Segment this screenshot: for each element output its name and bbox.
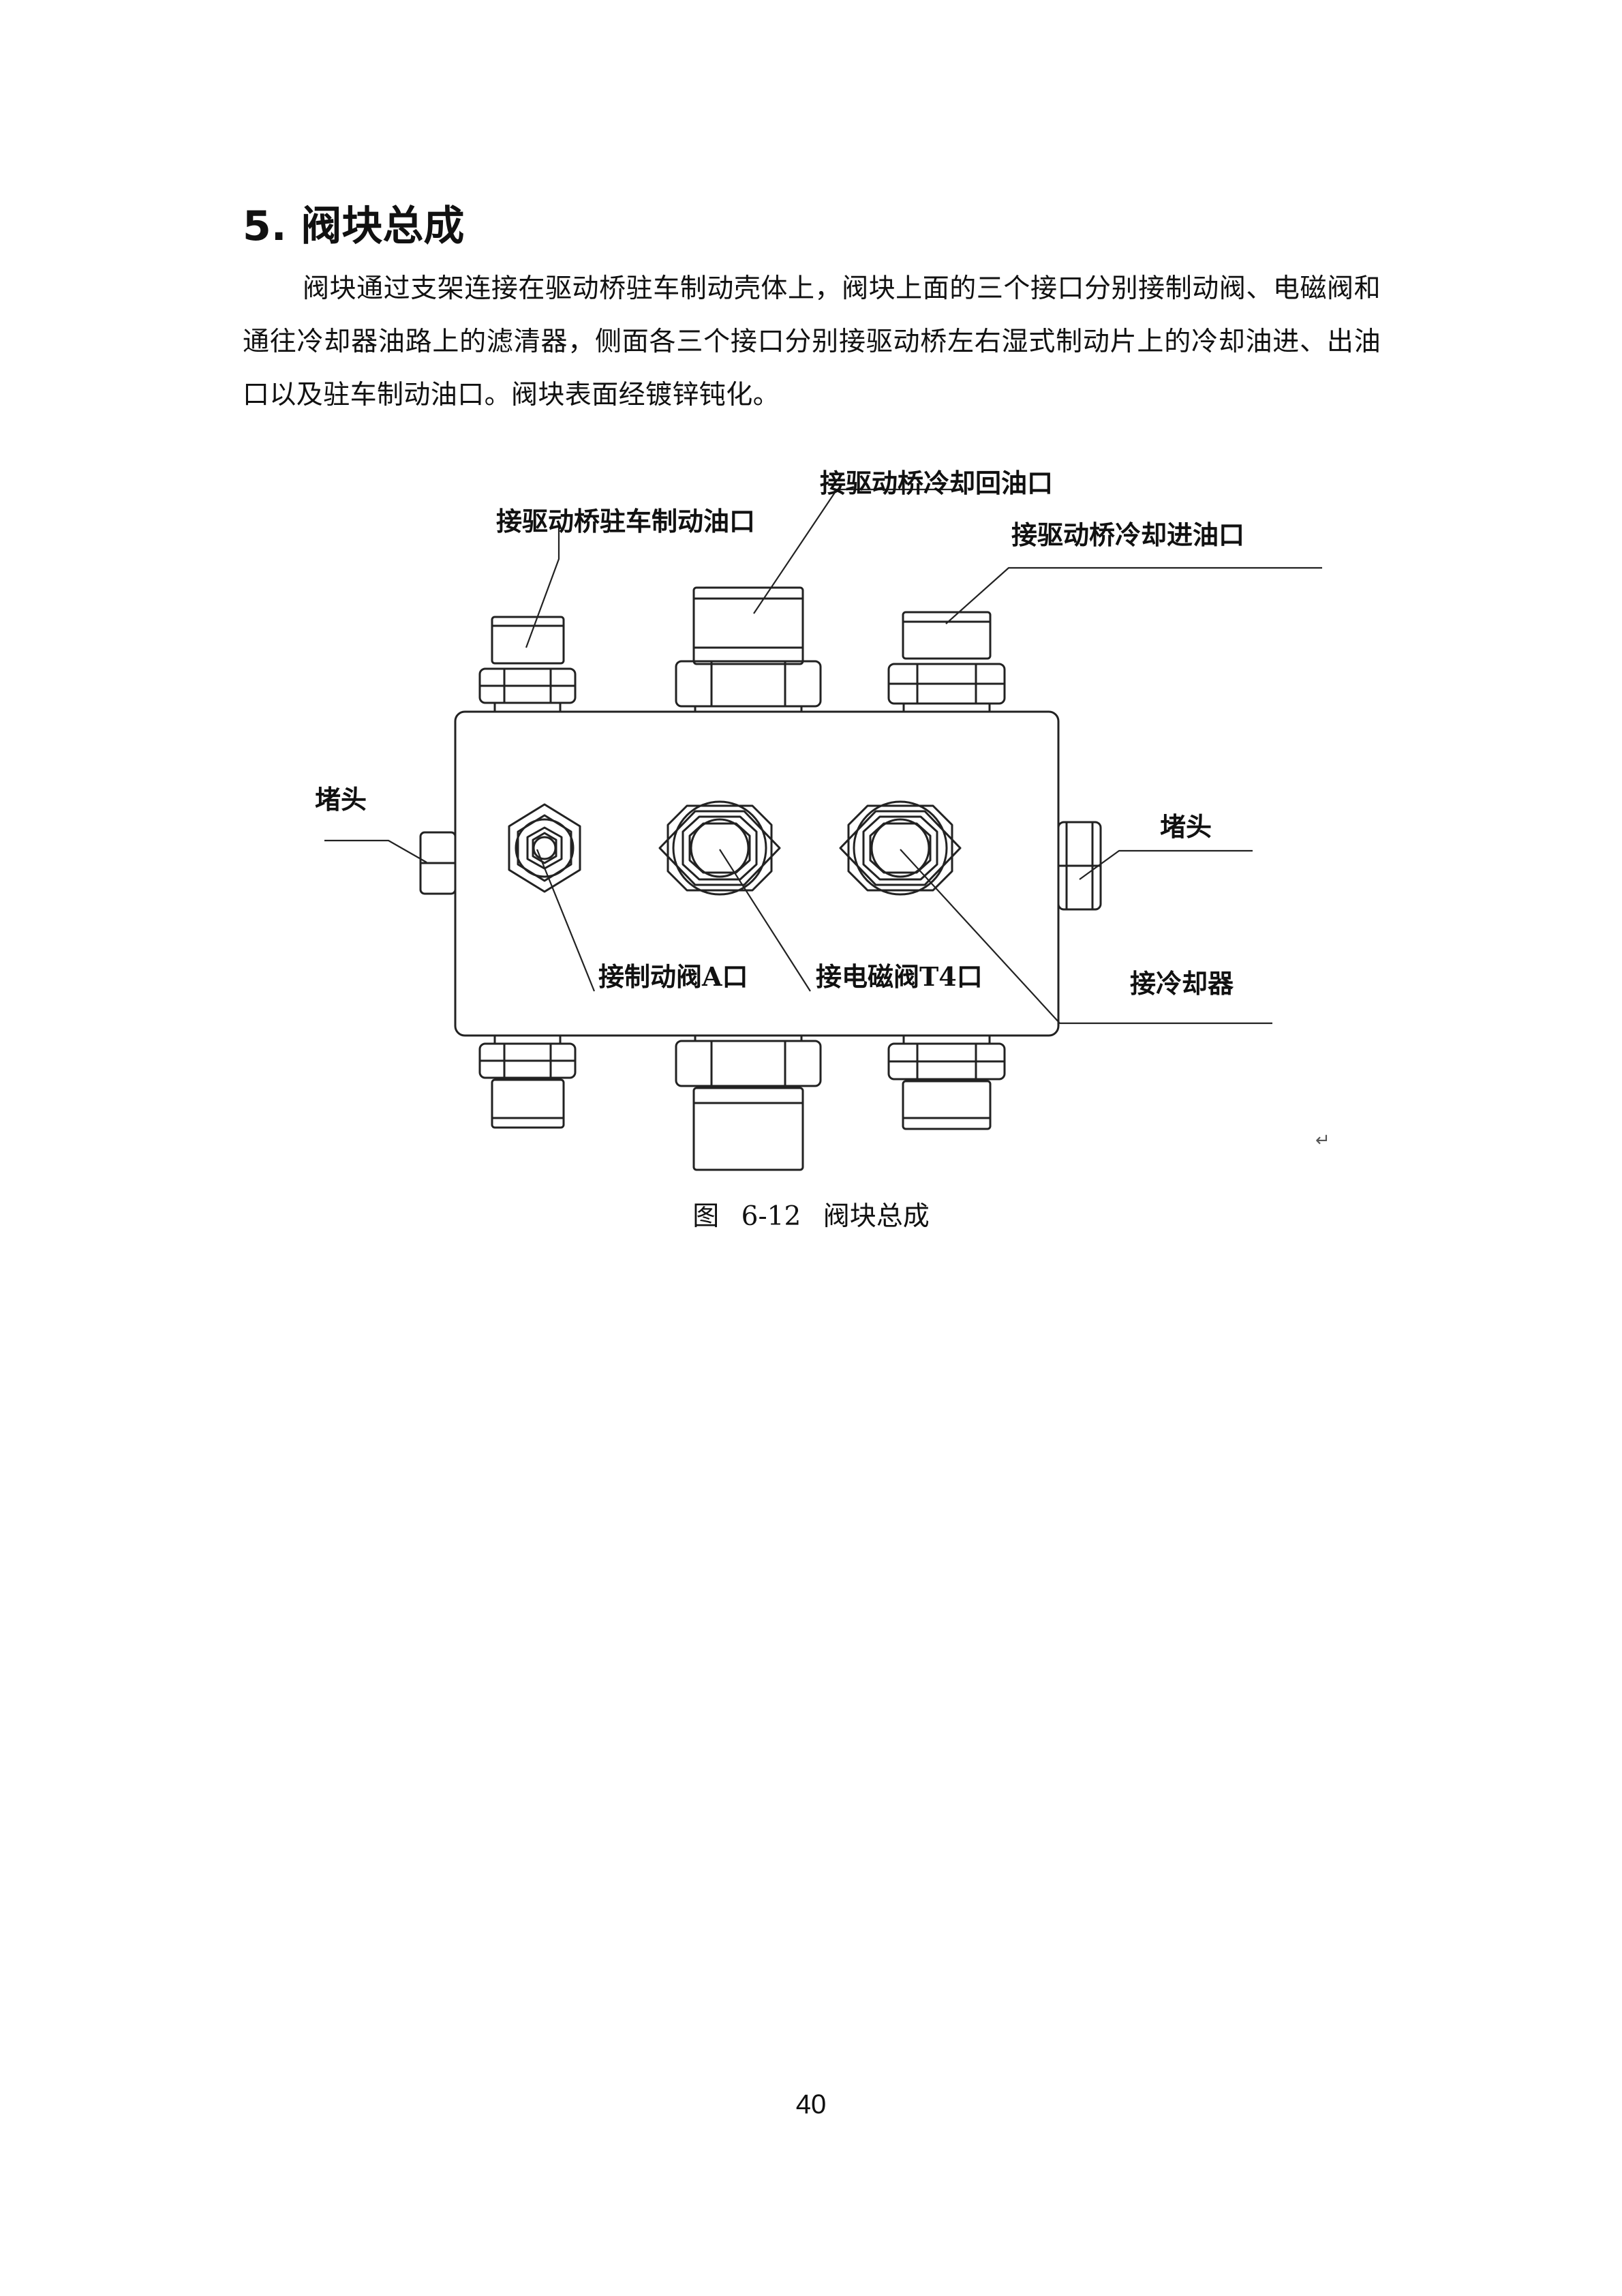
top-left-fitting — [478, 616, 577, 713]
label-cooler-port: 接冷却器 — [1130, 968, 1234, 999]
bottom-middle-fitting — [675, 1034, 822, 1171]
label-parking-brake-port: 接驱动桥驻车制动油口 — [496, 506, 756, 537]
leader-lines — [324, 488, 1322, 1025]
top-right-fitting — [887, 611, 1006, 713]
leader-solenoid-valve — [719, 849, 811, 992]
brake-valve-port-fitting — [508, 803, 581, 893]
leader-cooler — [900, 849, 1272, 1025]
valve-block-diagram: 接驱动桥驻车制动油口 接驱动桥冷却回油口 接驱动桥冷却进油口 堵头 堵头 接制动… — [286, 443, 1349, 1179]
section-heading: 5. 阀块总成 — [243, 202, 465, 250]
label-plug-left: 堵头 — [315, 784, 367, 815]
leader-parking-brake — [525, 528, 560, 648]
label-plug-right: 堵头 — [1160, 811, 1212, 842]
solenoid-valve-port-fitting — [658, 800, 781, 896]
paragraph-return-mark: ↵ — [1315, 1130, 1330, 1151]
bottom-right-fitting — [887, 1034, 1006, 1130]
leader-cooling-return — [753, 488, 961, 614]
leader-plug-right — [1079, 849, 1253, 880]
bottom-left-fitting — [478, 1034, 577, 1129]
section-paragraph: 阀块通过支架连接在驱动桥驻车制动壳体上，阀块上面的三个接口分别接制动阀、电磁阀和… — [243, 273, 1381, 410]
valve-block-drawing — [324, 488, 1322, 1171]
label-cooling-inlet-port: 接驱动桥冷却进油口 — [1011, 519, 1245, 550]
right-plug — [1057, 821, 1102, 911]
label-cooling-return-port: 接驱动桥冷却回油口 — [820, 468, 1054, 498]
label-brake-valve-port: 接制动阀A口 — [598, 961, 748, 992]
cooler-port-fitting — [839, 800, 962, 896]
figure-caption: 图 6-12 阀块总成 — [692, 1201, 930, 1232]
page-number: 40 — [795, 2089, 827, 2119]
label-solenoid-valve-port: 接电磁阀T4口 — [816, 961, 983, 992]
leader-cooling-inlet — [945, 567, 1322, 624]
leader-plug-left — [324, 839, 427, 863]
left-plug — [419, 831, 457, 895]
leader-brake-valve — [536, 849, 596, 992]
top-middle-fitting — [675, 586, 822, 713]
